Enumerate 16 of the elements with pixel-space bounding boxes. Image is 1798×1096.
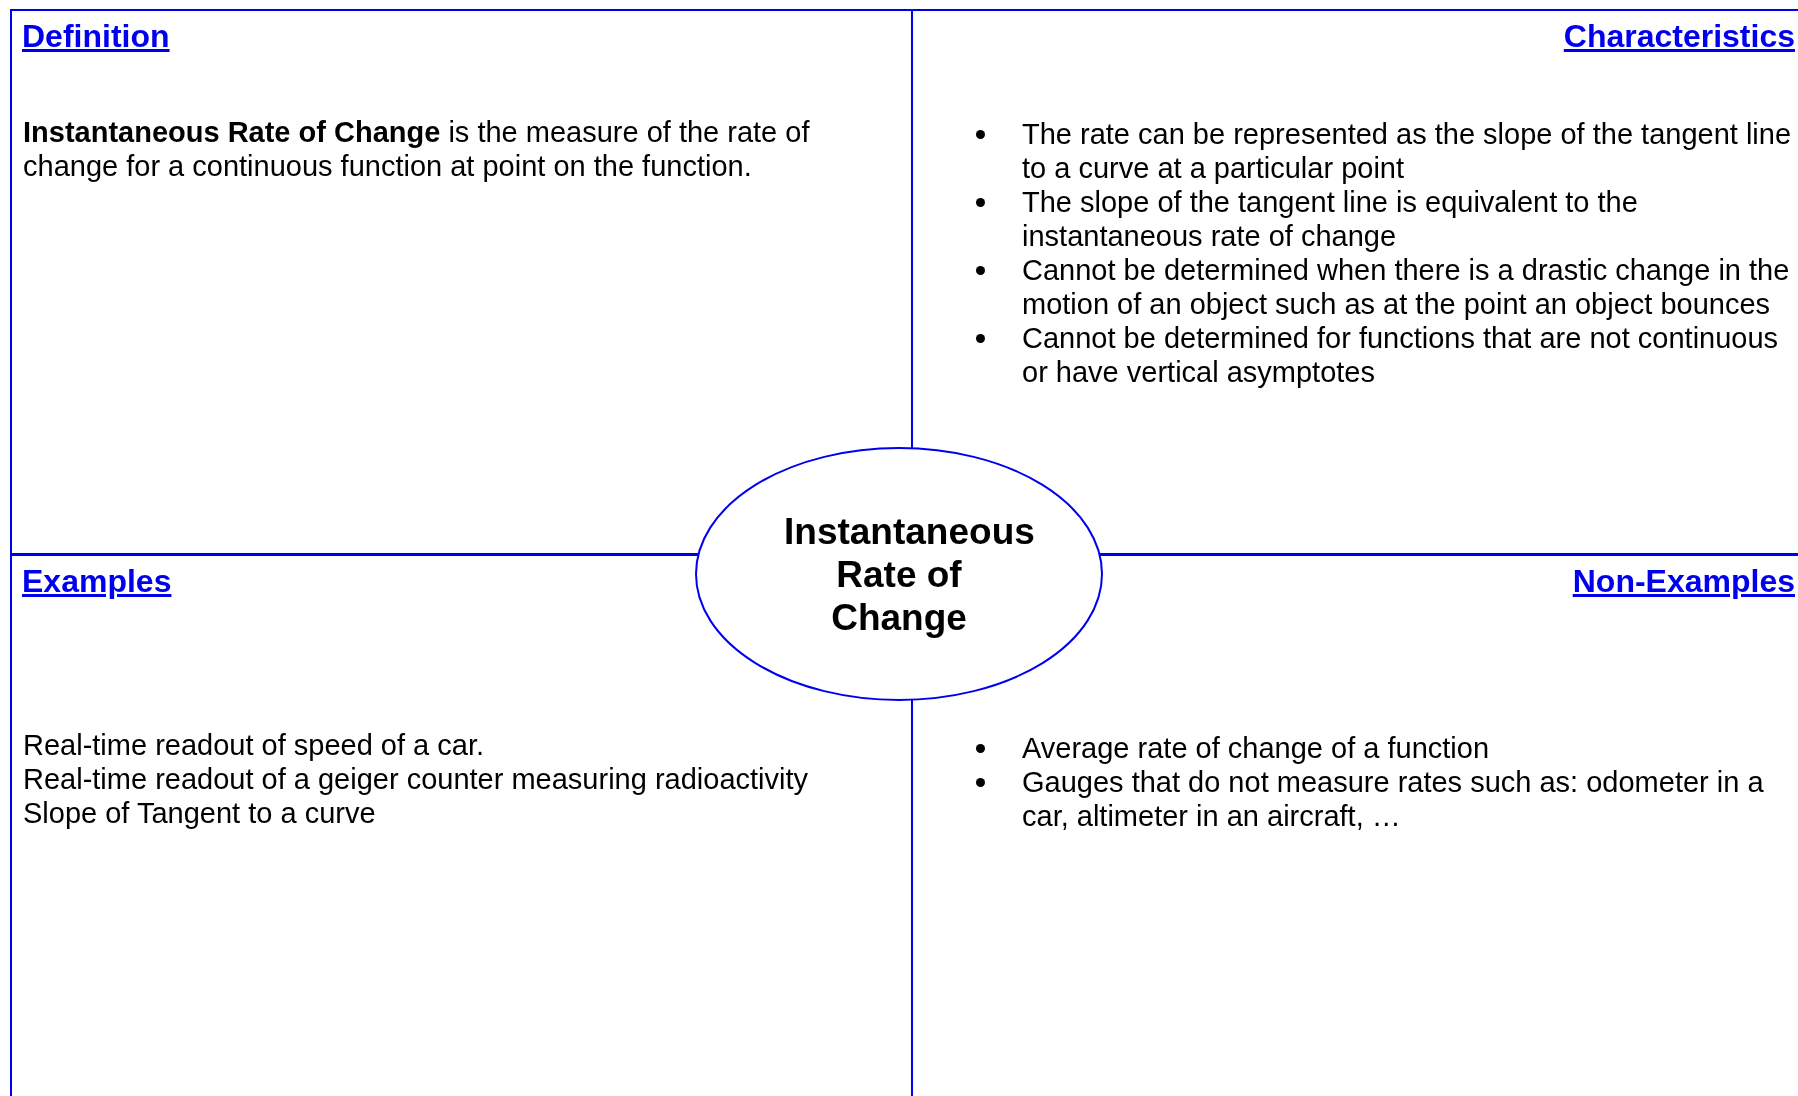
section-heading: Characteristics bbox=[1563, 17, 1795, 55]
topic-title: Instantaneous Rate of Change bbox=[783, 509, 1036, 639]
bullet-text: Average rate of change of a function bbox=[1022, 731, 1491, 765]
example-line: Real-time readout of a geiger counter measuring radioactivity bbox=[23, 762, 809, 796]
bullet-text: Cannot be determined for functions that are not continuous or have vertical asymptotes bbox=[1022, 321, 1780, 389]
bullet-text: The slope of the tangent line is equivalent to the instantaneous rate of change bbox=[1022, 185, 1639, 253]
example-line: Slope of Tangent to a curve bbox=[23, 796, 377, 830]
bullet-text: Cannot be determined when there is a drastic change in the motion of an object such as at the point an object bounces bbox=[1022, 253, 1791, 321]
section-heading: Non-Examples bbox=[1572, 562, 1795, 600]
bullet-text: The rate can be represented as the slope of the tangent line to a curve at a particular point bbox=[1022, 117, 1793, 185]
bullet-text: Gauges that do not measure rates such as: odometer in a car, altimeter in an aircraft, … bbox=[1022, 765, 1765, 833]
definition-text: Instantaneous Rate of Change is the measure of the rate of change for a continuous function at point on the function. bbox=[23, 115, 811, 183]
example-line: Real-time readout of speed of a car. bbox=[23, 728, 486, 762]
section-heading: Definition bbox=[22, 17, 170, 55]
center-ellipse bbox=[694, 446, 1104, 702]
section-heading: Examples bbox=[22, 562, 172, 600]
